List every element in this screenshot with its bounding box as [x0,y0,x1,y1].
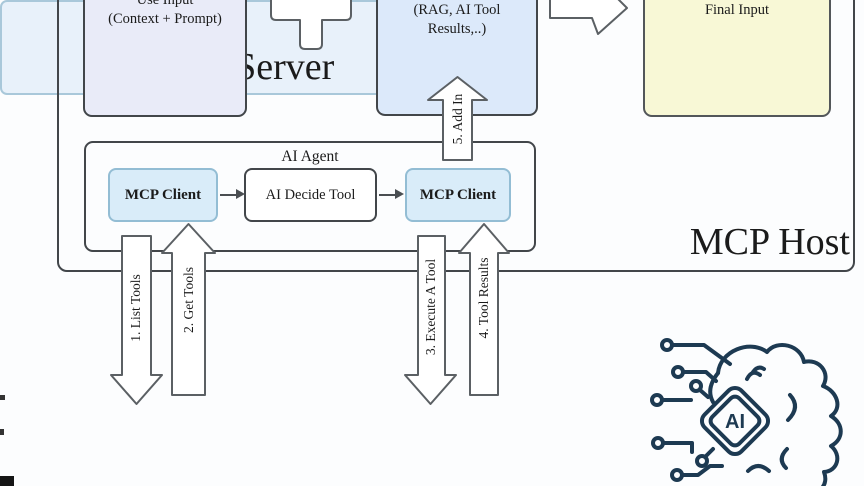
mcp-host-label: MCP Host [689,221,850,263]
ai-chip-label: AI [725,411,745,433]
rag-line1: (RAG, AI Tool [413,2,501,18]
ai-decide-tool-box: AI Decide Tool [244,168,377,222]
add-in-label: 5. Add In [450,93,465,145]
ai-decide-tool-label: AI Decide Tool [265,186,356,203]
user-input-box: Use Input (Context + Prompt) [83,0,247,117]
list-tools-label: 1. List Tools [128,274,143,342]
user-input-line1: Use Input [136,0,194,8]
get-tools-label: 2. Get Tools [181,267,196,333]
arrowhead-right-icon [236,189,245,199]
final-input-label: Final Input [704,2,770,18]
ai-brain-circuit-icon: AI [650,338,843,486]
connector-line-right [379,194,396,196]
execute-tool-label: 3. Execute A Tool [423,258,438,356]
final-input-box: Final Input [643,0,831,117]
connector-line-left [220,194,237,196]
cropped-text-fragment [0,476,14,486]
ai-agent-label: AI Agent [281,148,339,165]
arrowhead-right-icon [395,189,404,199]
mcp-client-left-box: MCP Client [108,168,218,222]
cropped-artifact [0,395,5,400]
mcp-client-right-box: MCP Client [405,168,511,222]
mcp-client-right-label: MCP Client [419,186,497,203]
rag-line2: Results,..) [427,21,487,37]
cropped-artifact [0,429,4,435]
mcp-client-left-label: MCP Client [124,186,202,203]
user-input-line2: (Context + Prompt) [108,11,222,27]
tool-results-label: 4. Tool Results [476,257,491,339]
ai-agent-box [84,141,536,252]
